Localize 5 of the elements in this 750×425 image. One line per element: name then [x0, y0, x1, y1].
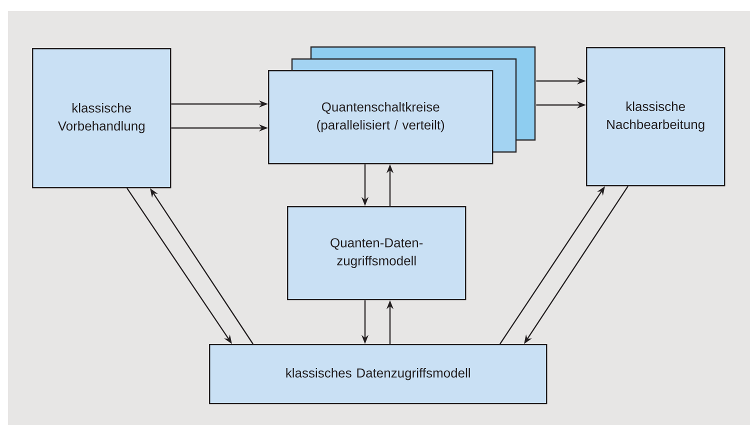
process-box: klassisches Datenzugriffsmodell: [209, 344, 548, 404]
stacked-boxes-drawing: Quantenschaltkreise (parallelisiert / verteilt): [268, 46, 536, 164]
process-box: Quanten-Daten- zugriffsmodell: [287, 206, 466, 300]
process-box: klassische Nachbearbeitung: [586, 47, 726, 186]
process-box: klassische Vorbehandlung: [32, 48, 172, 188]
